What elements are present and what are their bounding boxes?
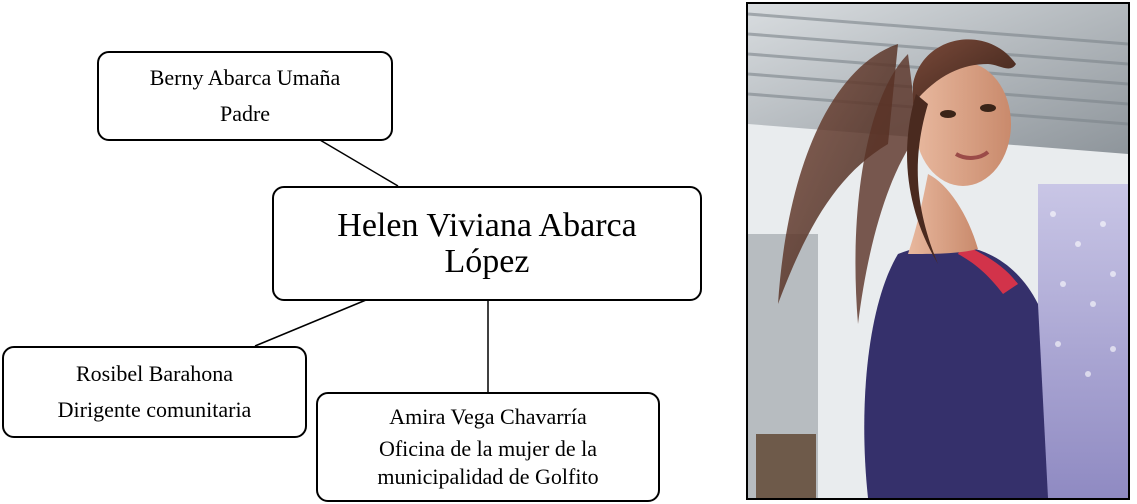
rosibel-name: Rosibel Barahona bbox=[75, 361, 234, 386]
center-name-line1: Helen Viviana Abarca bbox=[337, 206, 637, 244]
center-name-line2: López bbox=[444, 242, 530, 280]
padre-role: Padre bbox=[219, 101, 271, 126]
padre-name: Berny Abarca Umaña bbox=[149, 65, 341, 90]
connector-rosibel bbox=[254, 299, 367, 347]
node-padre: Berny Abarca Umaña Padre bbox=[97, 51, 393, 141]
node-amira: Amira Vega Chavarría Oficina de la mujer… bbox=[316, 392, 660, 502]
amira-role-line2: municipalidad de Golfito bbox=[377, 464, 599, 489]
amira-role-line1: Oficina de la mujer de la bbox=[378, 436, 598, 461]
node-rosibel: Rosibel Barahona Dirigente comunitaria bbox=[2, 346, 307, 438]
amira-name: Amira Vega Chavarría bbox=[389, 404, 587, 429]
node-center: Helen Viviana Abarca López bbox=[272, 186, 702, 301]
portrait-illustration bbox=[748, 4, 1128, 498]
rosibel-role: Dirigente comunitaria bbox=[57, 397, 252, 422]
connector-padre bbox=[319, 139, 399, 187]
portrait-photo bbox=[746, 2, 1130, 500]
